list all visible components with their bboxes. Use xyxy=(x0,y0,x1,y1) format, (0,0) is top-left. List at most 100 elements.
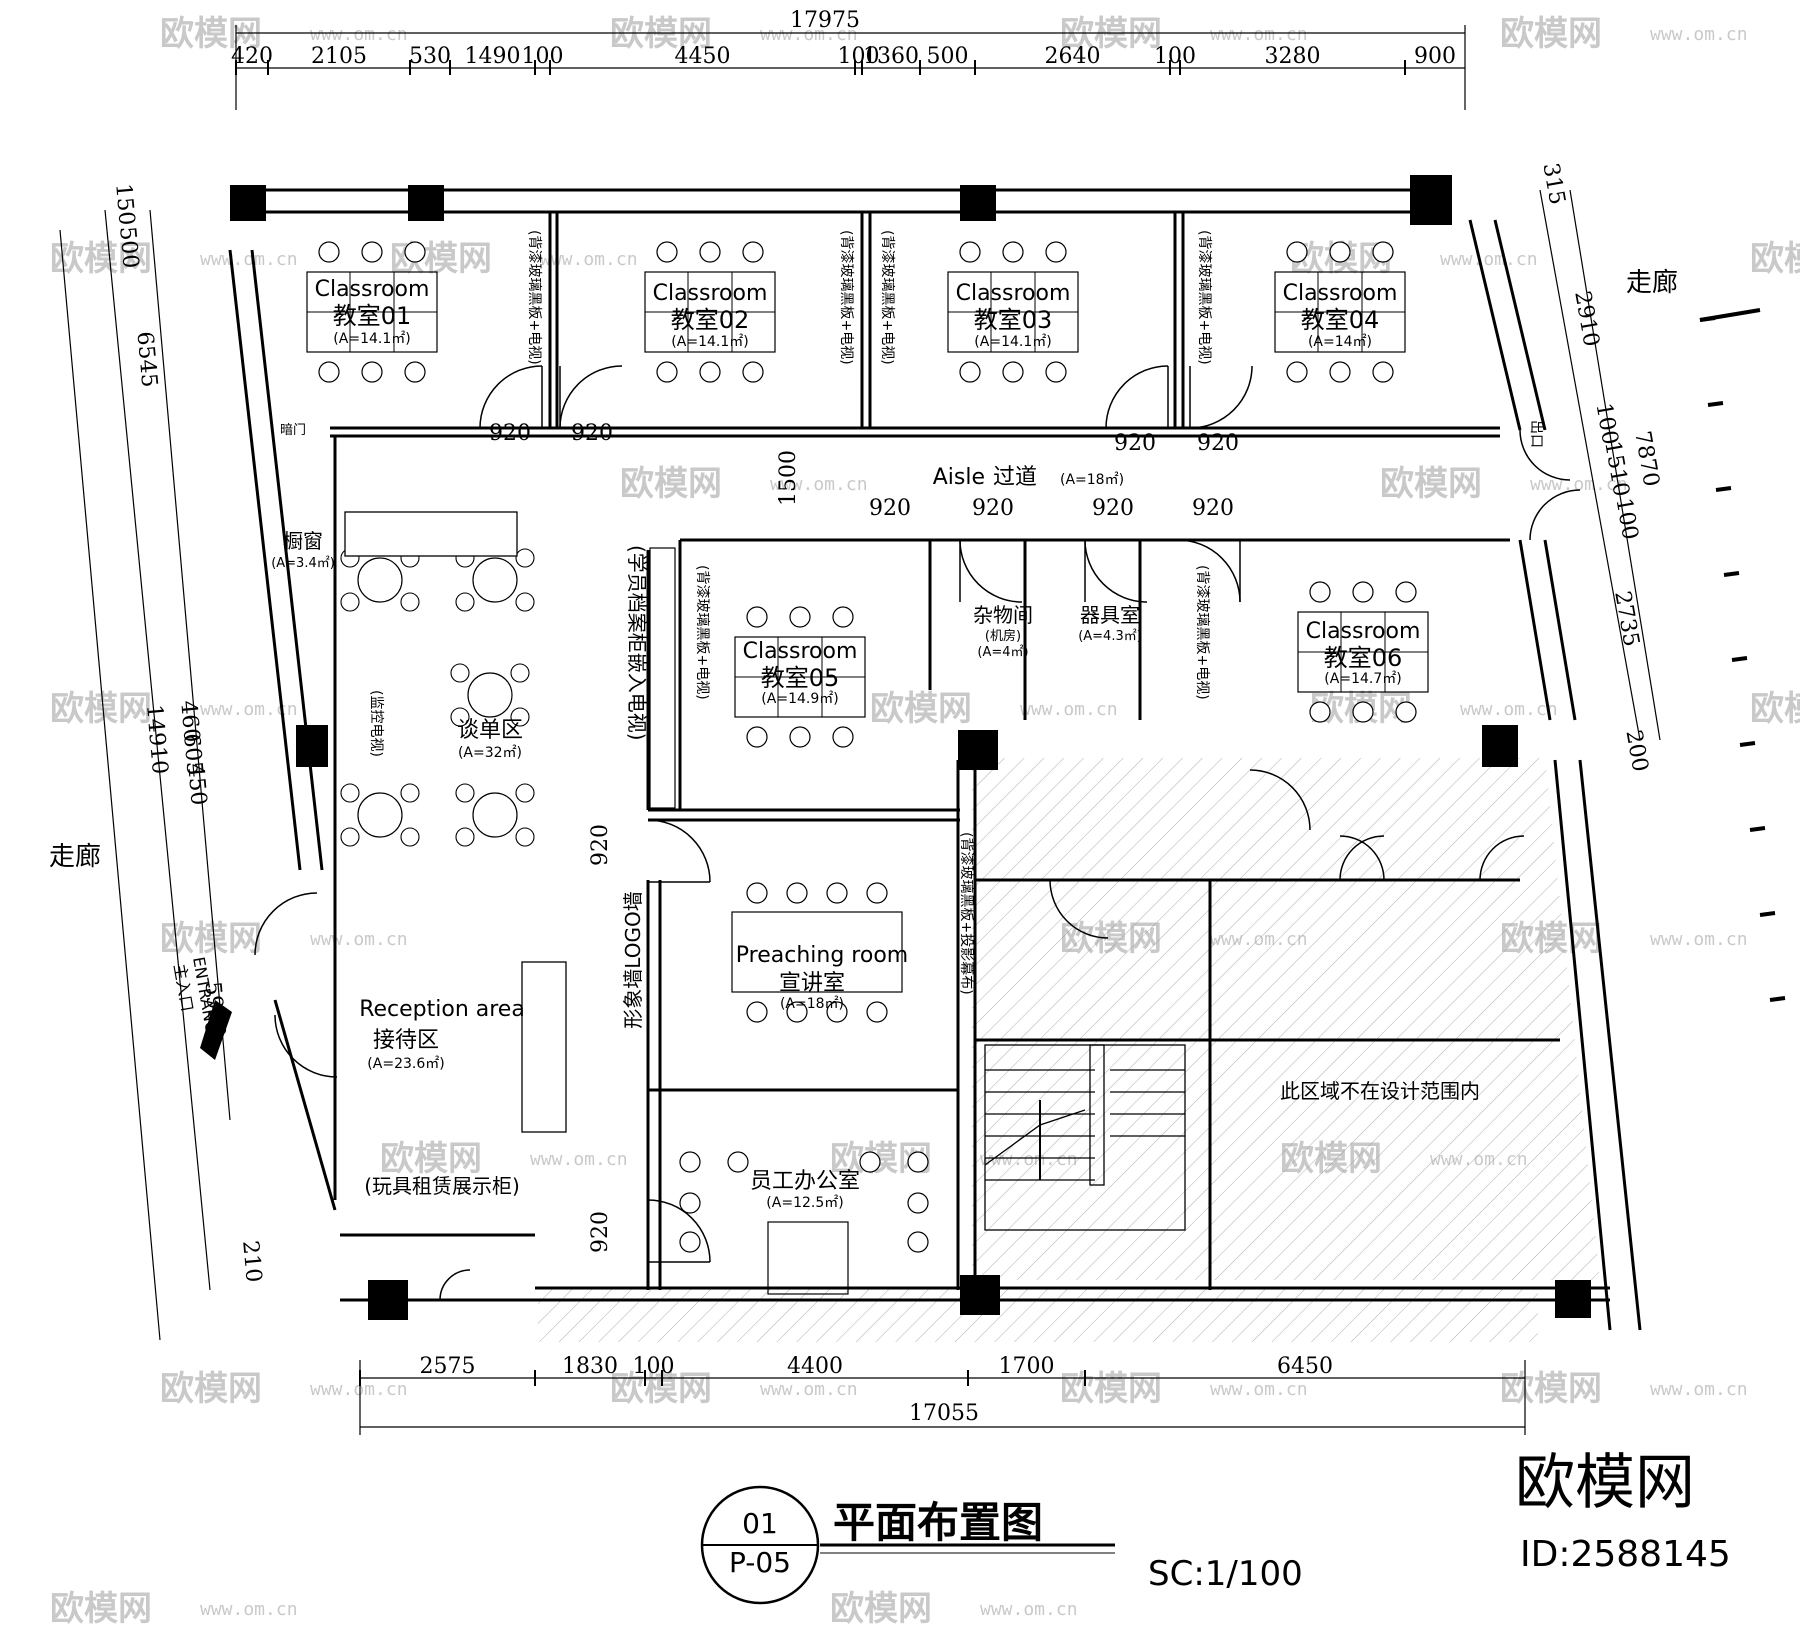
chair xyxy=(515,783,535,803)
c04-cn: 教室04 xyxy=(1301,306,1380,334)
watermark-site: www.om.cn xyxy=(1210,24,1308,45)
watermark-site: www.om.cn xyxy=(540,249,638,270)
board-projector-label: (背漆玻璃黑板+投影幕布) xyxy=(958,832,975,995)
chair xyxy=(510,663,530,683)
c06-en: Classroom xyxy=(1306,619,1421,644)
chair xyxy=(515,827,535,847)
drawing-number: 01 xyxy=(742,1507,778,1540)
talk-area: (A=32㎡) xyxy=(458,745,522,761)
chair xyxy=(859,1151,881,1173)
archive-cabinet-label: (学员档案柜嵌入电视) xyxy=(625,545,649,741)
reception-desk xyxy=(521,961,567,1133)
chair xyxy=(400,783,420,803)
chair xyxy=(450,663,470,683)
door-width-dimension: 920 xyxy=(1114,431,1156,456)
right-segment-dimension: 100 xyxy=(1610,496,1642,542)
chair xyxy=(746,1001,768,1023)
watermark-site: www.om.cn xyxy=(1020,699,1118,720)
bottom-segment-dimension: 6450 xyxy=(1277,1354,1333,1379)
chair xyxy=(656,361,678,383)
logo-wall-label: 形象墙LOGO墙 xyxy=(621,891,645,1028)
door-width-dimension: 920 xyxy=(869,496,911,521)
room-labels: Classroom 教室01 (A=14.1㎡) Classroom 教室02 … xyxy=(271,277,1480,1211)
reception-area: (A=23.6㎡) xyxy=(367,1056,444,1072)
chair xyxy=(832,726,854,748)
window-area: (A=3.4㎡) xyxy=(271,556,335,571)
chair xyxy=(699,241,721,263)
excluded-cn: 此区域不在设计范围内 xyxy=(1280,1079,1480,1103)
bottom-total-dimension: 17055 xyxy=(909,1401,979,1426)
chair xyxy=(1395,701,1417,723)
c01-en: Classroom xyxy=(315,277,430,302)
c02-en: Classroom xyxy=(653,281,768,306)
top-segment-dimension: 900 xyxy=(1414,44,1456,69)
watermark-tile: 欧模网 xyxy=(380,1139,482,1179)
bottom-segment-dimension: 1700 xyxy=(999,1354,1055,1379)
left-segment-dimension: 605 xyxy=(178,732,207,776)
c05-area: (A=14.9㎡) xyxy=(761,691,838,707)
watermark-tile: 欧模网 xyxy=(160,14,262,54)
watermark-tile: 欧模网 xyxy=(1750,689,1800,729)
chair xyxy=(400,592,420,612)
watermark-tile: 欧模网 xyxy=(390,239,492,279)
watermark-site: www.om.cn xyxy=(200,1599,298,1620)
door-width-dimension: 920 xyxy=(1192,496,1234,521)
chair xyxy=(907,1192,929,1214)
watermark-site: www.om.cn xyxy=(980,1599,1078,1620)
watermark-site: www.om.cn xyxy=(1530,474,1628,495)
chair xyxy=(679,1231,701,1253)
chair xyxy=(789,726,811,748)
board-tv-label-1: (背漆玻璃黑板+电视) xyxy=(526,230,543,365)
watermark-site: www.om.cn xyxy=(1650,929,1748,950)
left-segment-dimension: 6545 xyxy=(132,330,162,388)
reception-cn: 接待区 xyxy=(373,1028,439,1053)
watermark-site: www.om.cn xyxy=(1650,24,1748,45)
watermark-tile: 欧模网 xyxy=(50,689,152,729)
watermark-site: www.om.cn xyxy=(310,929,408,950)
chair xyxy=(510,707,530,727)
preaching-table xyxy=(731,911,903,993)
round-table xyxy=(357,557,403,603)
watermark-site: www.om.cn xyxy=(1650,1379,1748,1400)
watermark-site: www.om.cn xyxy=(200,249,298,270)
watermark-site: www.om.cn xyxy=(530,1149,628,1170)
board-tv-label-4: (背漆玻璃黑板+电视) xyxy=(1196,230,1213,365)
c02-cn: 教室02 xyxy=(671,306,750,334)
watermark-tile: 欧模网 xyxy=(1500,1369,1602,1409)
round-table xyxy=(472,557,518,603)
top-segment-dimension: 3280 xyxy=(1265,44,1321,69)
chair xyxy=(361,361,383,383)
board-tv-label-2: (背漆玻璃黑板+电视) xyxy=(838,230,855,365)
equipment-area: (A=4.3㎡) xyxy=(1078,629,1142,644)
chair xyxy=(746,606,768,628)
chair xyxy=(515,548,535,568)
archive-cabinet xyxy=(649,547,676,809)
staircase xyxy=(984,1044,1186,1231)
talk-cn: 谈单区 xyxy=(457,718,523,743)
chair xyxy=(1395,581,1417,603)
chair xyxy=(1002,361,1024,383)
chair xyxy=(404,241,426,263)
monitor-tv-label: (监控电视) xyxy=(368,690,384,757)
watermark-tile: 欧模网 xyxy=(870,689,972,729)
storage-sub: (机房) xyxy=(985,628,1021,644)
bottom-dimension-chain xyxy=(359,1360,1526,1435)
top-segment-dimension: 2105 xyxy=(311,44,367,69)
entrance-arrow-icon xyxy=(200,1000,232,1060)
right-dimension-chain xyxy=(1539,189,1661,741)
chair xyxy=(1045,241,1067,263)
watermark-site: www.om.cn xyxy=(1460,699,1558,720)
reception-en: Reception area xyxy=(359,997,525,1022)
chair xyxy=(1372,361,1394,383)
chair xyxy=(1002,241,1024,263)
corridor-label-right: 走廊 xyxy=(1626,268,1678,298)
watermark-site: www.om.cn xyxy=(760,24,858,45)
top-segment-dimension: 100 xyxy=(838,44,880,69)
top-segment-dimension: 4450 xyxy=(675,44,731,69)
chair xyxy=(1352,701,1374,723)
door-width-dimension: 920 xyxy=(1092,496,1134,521)
watermark-site: www.om.cn xyxy=(1210,1379,1308,1400)
